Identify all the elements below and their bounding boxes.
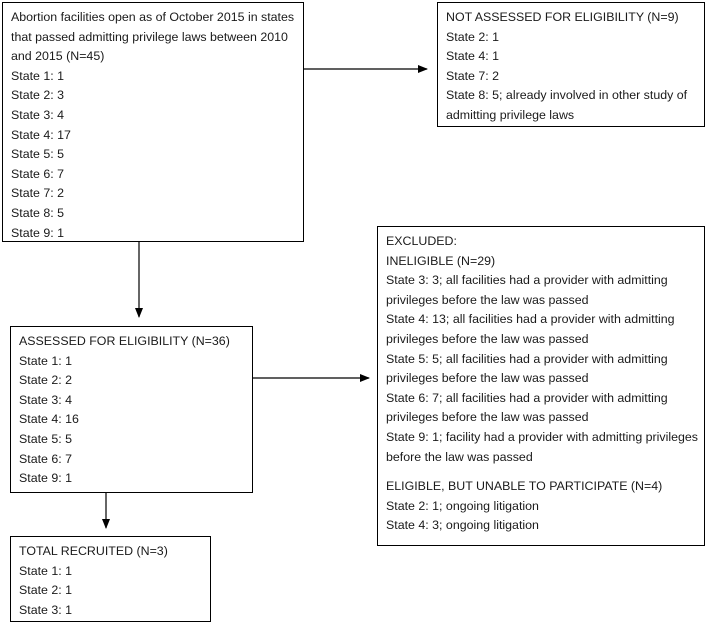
- ineligible-line: State 4: 13; all facilities had a provid…: [386, 312, 675, 346]
- not-assessed-line: State 4: 1: [446, 49, 500, 64]
- assessed-line: State 6: 7: [19, 451, 73, 466]
- ineligible-title: INELIGIBLE (N=29): [386, 253, 496, 268]
- assessed-line: State 4: 16: [19, 412, 79, 427]
- assessed-line: State 2: 2: [19, 373, 73, 388]
- assessed-line: State 9: 1: [19, 471, 73, 486]
- excluded-box: EXCLUDED: INELIGIBLE (N=29) State 3: 3; …: [377, 226, 705, 546]
- eligible-unable-title: ELIGIBLE, BUT UNABLE TO PARTICIPATE (N=4…: [386, 479, 663, 494]
- recruited-line: State 3: 1: [19, 602, 73, 617]
- not-assessed-line: State 7: 2: [446, 68, 500, 83]
- assessed-line: State 3: 4: [19, 392, 73, 407]
- assessed-title: ASSESSED FOR ELIGIBILITY (N=36): [19, 334, 230, 348]
- not-assessed-line: State 2: 1: [446, 29, 500, 44]
- not-assessed-title: NOT ASSESSED FOR ELIGIBILITY (N=9): [446, 10, 679, 24]
- initial-state-1: State 1: 1: [11, 68, 65, 83]
- excluded-title: EXCLUDED:: [386, 234, 457, 248]
- initial-state-8: State 8: 5: [11, 205, 65, 220]
- not-assessed-box: NOT ASSESSED FOR ELIGIBILITY (N=9) State…: [437, 2, 705, 127]
- initial-state-4: State 4: 17: [11, 127, 71, 142]
- section-spacer: [386, 467, 704, 477]
- initial-state-5: State 5: 5: [11, 147, 65, 162]
- assessed-box: ASSESSED FOR ELIGIBILITY (N=36) State 1:…: [10, 326, 253, 493]
- ineligible-line: State 3: 3; all facilities had a provide…: [386, 273, 668, 307]
- initial-facilities-box: Abortion facilities open as of October 2…: [2, 2, 304, 242]
- not-assessed-line: State 8: 5; already involved in other st…: [446, 88, 688, 122]
- initial-state-2: State 2: 3: [11, 88, 65, 103]
- recruited-box: TOTAL RECRUITED (N=3) State 1: 1 State 2…: [10, 536, 211, 622]
- recruited-title: TOTAL RECRUITED (N=3): [19, 544, 168, 558]
- recruited-line: State 2: 1: [19, 583, 73, 598]
- ineligible-line: State 6: 7; all facilities had a provide…: [386, 390, 668, 425]
- eligible-unable-line: State 4: 3; ongoing litigation: [386, 518, 539, 533]
- recruited-line: State 1: 1: [19, 563, 73, 578]
- initial-state-6: State 6: 7: [11, 166, 65, 181]
- ineligible-line: State 5: 5; all facilities had a provide…: [386, 351, 668, 386]
- eligible-unable-line: State 2: 1; ongoing litigation: [386, 498, 539, 513]
- initial-title: Abortion facilities open as of October 2…: [11, 10, 295, 64]
- initial-state-7: State 7: 2: [11, 186, 65, 201]
- assessed-line: State 1: 1: [19, 353, 73, 368]
- ineligible-line: State 9: 1; facility had a provider with…: [386, 429, 698, 464]
- initial-state-3: State 3: 4: [11, 107, 65, 122]
- assessed-line: State 5: 5: [19, 431, 73, 446]
- initial-state-9: State 9: 1: [11, 225, 65, 240]
